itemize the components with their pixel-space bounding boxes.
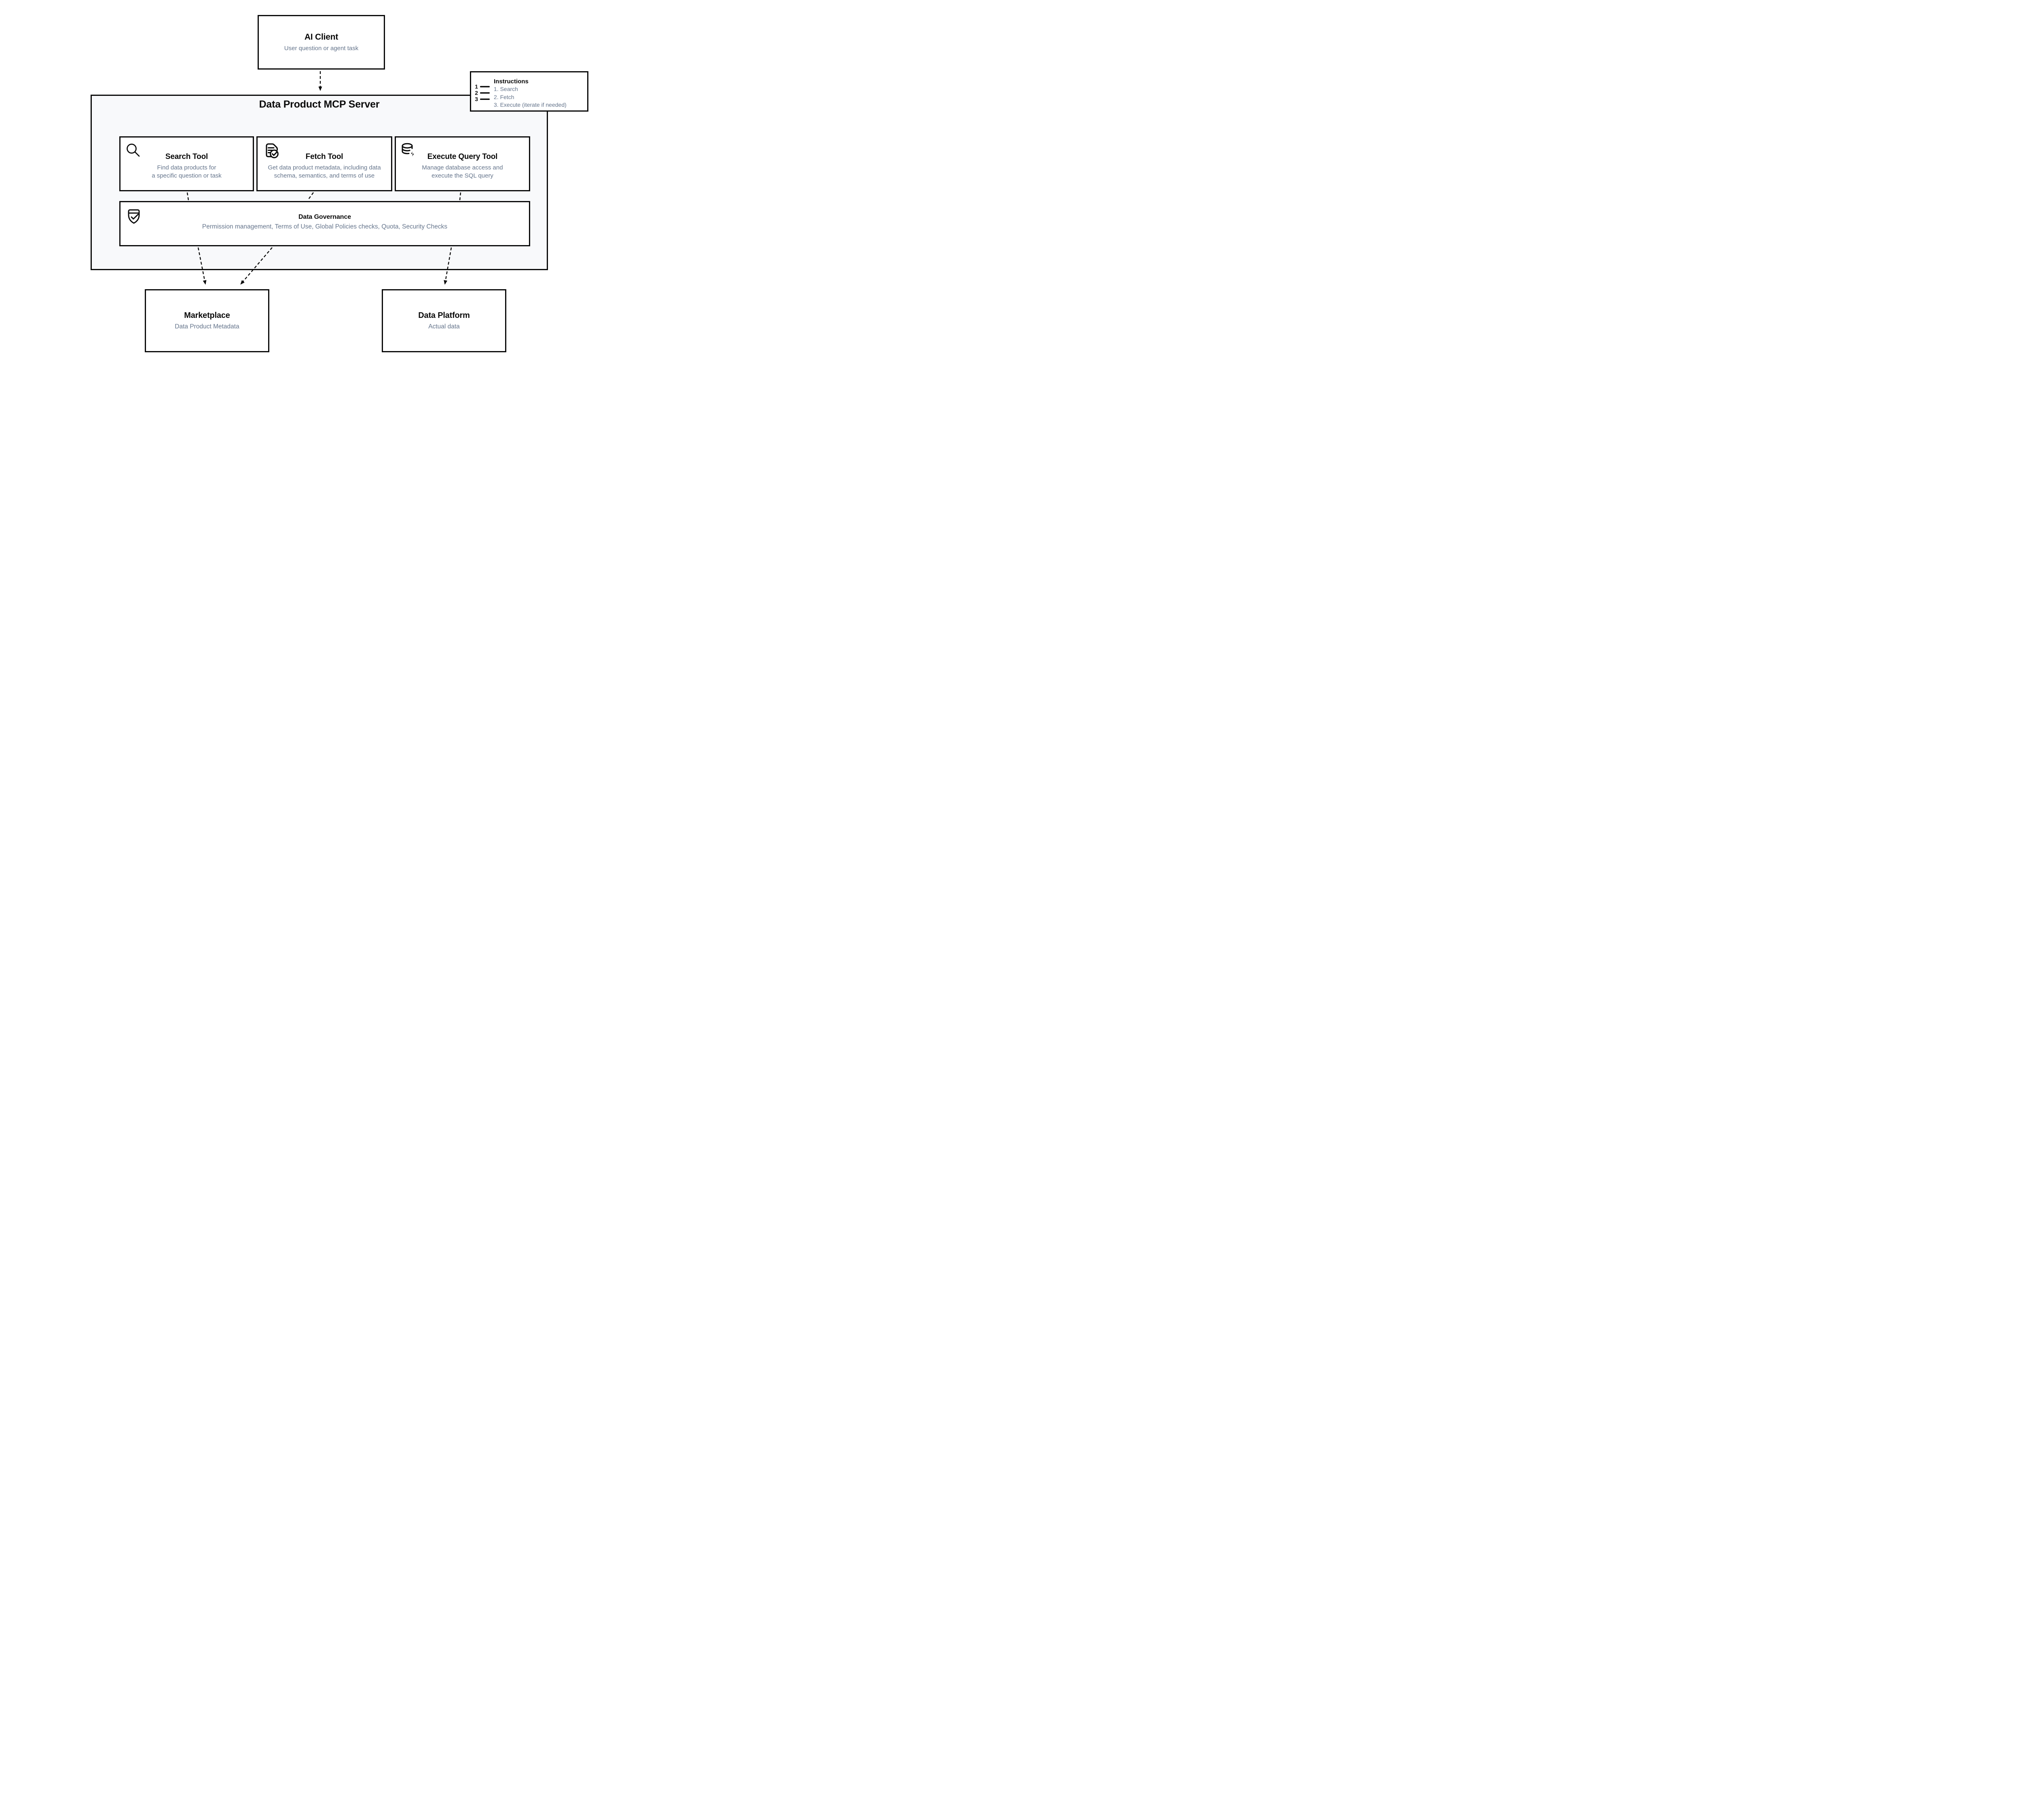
shield-check-icon [126,208,142,226]
instructions-item-1: 1. Search [494,86,518,92]
marketplace-title: Marketplace [184,311,230,320]
data-governance-box: Data Governance Permission management, T… [119,201,530,246]
mcp-server-title: Data Product MCP Server [259,99,380,110]
instructions-title: Instructions [494,78,529,85]
svg-text:3: 3 [475,96,478,102]
search-tool-title: Search Tool [165,152,208,161]
marketplace-subtitle: Data Product Metadata [175,323,239,330]
search-tool-box: Search Tool Find data products for a spe… [119,136,254,191]
marketplace-box: Marketplace Data Product Metadata [145,289,269,352]
ai-client-subtitle: User question or agent task [284,45,359,52]
instructions-box: 1 2 3 Instructions 1. Search 2. Fetch 3.… [470,71,588,112]
instructions-item-2: 2. Fetch [494,93,514,100]
fetch-tool-subtitle: Get data product metadata, including dat… [268,164,381,179]
execute-query-tool-box: Execute Query Tool Manage database acces… [395,136,530,191]
ordered-list-icon: 1 2 3 [474,83,491,104]
data-platform-subtitle: Actual data [428,323,460,330]
data-governance-title: Data Governance [298,214,351,220]
ai-client-title: AI Client [304,32,338,42]
execute-query-tool-title: Execute Query Tool [427,152,498,161]
diagram-canvas: Data Product MCP Server AI Client User q… [0,0,647,364]
database-lightning-icon [401,142,418,161]
fetch-tool-title: Fetch Tool [305,152,343,161]
magnifier-icon [125,142,142,161]
execute-query-tool-subtitle: Manage database access and execute the S… [422,164,503,179]
fetch-tool-box: Fetch Tool Get data product metadata, in… [256,136,392,191]
svg-text:2: 2 [475,90,478,96]
svg-text:1: 1 [475,84,478,90]
data-platform-title: Data Platform [418,311,470,320]
ai-client-box: AI Client User question or agent task [258,15,385,70]
data-platform-box: Data Platform Actual data [382,289,506,352]
data-governance-subtitle: Permission management, Terms of Use, Glo… [202,223,448,230]
document-check-icon [262,142,279,161]
search-tool-subtitle: Find data products for a specific questi… [152,164,222,179]
instructions-item-3: 3. Execute (iterate if needed) [494,102,567,108]
